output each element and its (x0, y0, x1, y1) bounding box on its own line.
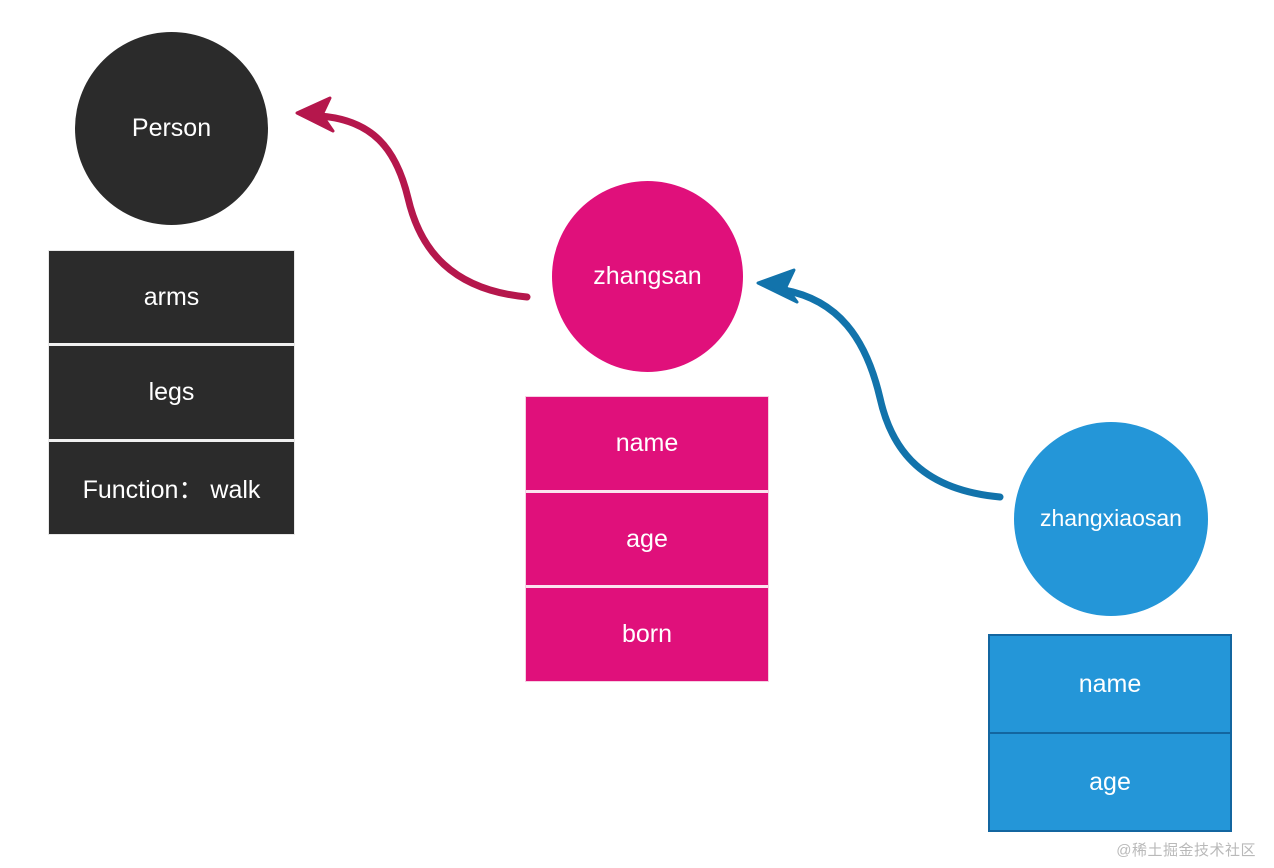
property-table-zhangsan: name age born (525, 396, 769, 682)
property-table-zhangxiaosan: name age (988, 634, 1232, 832)
edge-zhangxiaosan-to-zhangsan (756, 268, 1004, 501)
table-row[interactable]: name (1078, 669, 1142, 698)
table-row[interactable]: arms (143, 282, 200, 311)
table-row[interactable]: Function： walk (49, 438, 294, 534)
property-table-person: arms legs Function： walk (48, 250, 295, 535)
node-circle-zhangsan[interactable]: zhangsan (552, 181, 743, 372)
table-row[interactable]: name (615, 428, 679, 457)
edge-zhangsan-to-person (295, 96, 531, 301)
table-row[interactable]: legs (49, 343, 294, 438)
node-label-zhangsan: zhangsan (593, 261, 702, 290)
node-circle-zhangxiaosan[interactable]: zhangxiaosan (1014, 422, 1208, 616)
node-circle-person[interactable]: Person (75, 32, 268, 225)
watermark: @稀土掘金技术社区 (1116, 842, 1256, 859)
node-label-person: Person (131, 113, 212, 142)
node-label-zhangxiaosan: zhangxiaosan (1040, 505, 1182, 532)
table-row[interactable]: age (990, 732, 1230, 830)
table-row[interactable]: born (526, 585, 768, 681)
table-row[interactable]: age (526, 489, 768, 586)
